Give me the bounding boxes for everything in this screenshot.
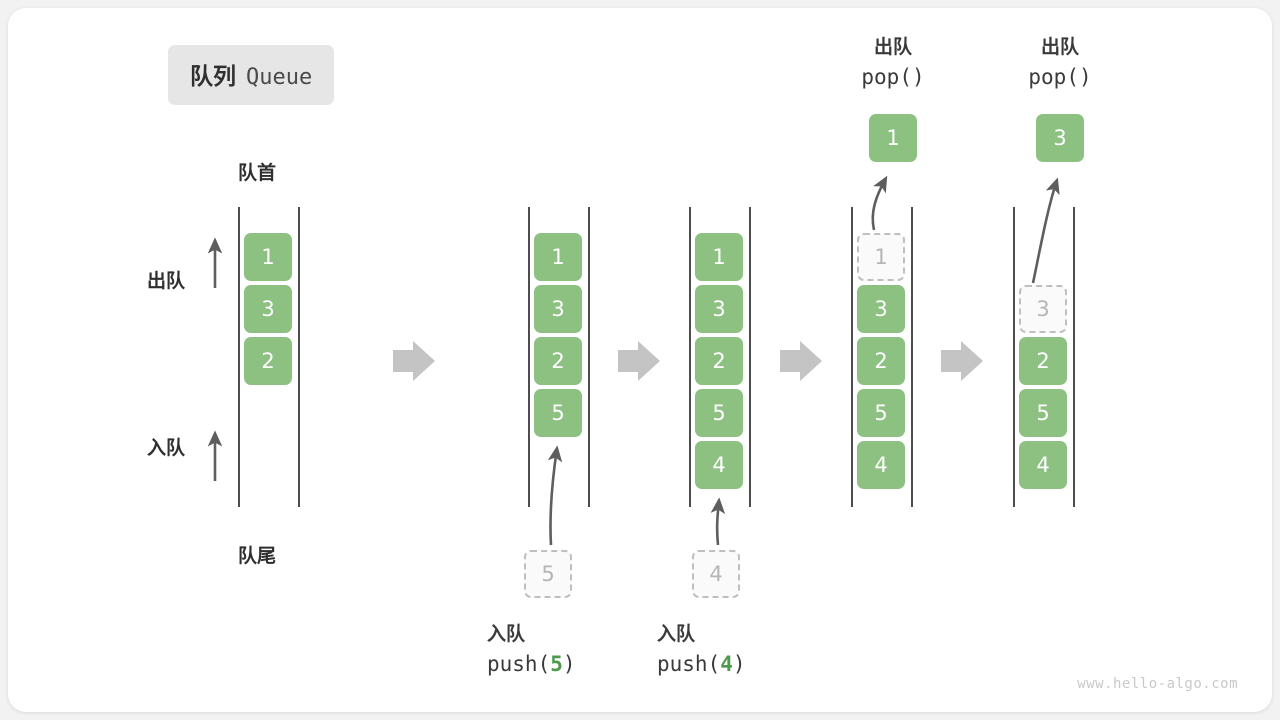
queue-cell: 4 [857,441,905,489]
push-label-1: 入队 push(5) [487,620,637,680]
push-label-1-code: push(5) [487,649,637,681]
queue-cell: 2 [695,337,743,385]
queue-cell: 3 [695,285,743,333]
title-en: Queue [246,65,313,90]
queue-rail-right-1 [298,207,300,507]
push-label-2: 入队 push(4) [657,620,807,680]
queue-rail-right-5 [1073,207,1075,507]
push-label-2-arg: 4 [720,651,733,676]
push-label-1-arg: 5 [550,651,563,676]
queue-rail-left-2 [528,207,530,507]
pop-label-1: 出队 pop() [845,33,941,93]
queue-cell: 2 [857,337,905,385]
diagram-title-badge: 队列 Queue [168,45,335,105]
queue-cell: 3 [534,285,582,333]
popped-cell: 3 [1036,114,1084,162]
push-label-2-prefix: push( [657,651,721,676]
queue-cell: 5 [857,389,905,437]
queue-rail-left-3 [689,207,691,507]
queue-ghost-cell: 1 [857,233,905,281]
pop-label-2: 出队 pop() [1012,33,1108,93]
queue-cell: 1 [534,233,582,281]
label-enqueue: 入队 [147,437,186,459]
queue-rail-left-4 [851,207,853,507]
queue-rail-left-5 [1013,207,1015,507]
queue-rail-left-1 [238,207,240,507]
queue-rail-right-3 [749,207,751,507]
push-label-1-prefix: push( [487,651,551,676]
title-cn: 队列 [190,64,236,90]
queue-cell: 5 [534,389,582,437]
pop-label-1-code: pop() [861,64,925,89]
push-label-2-cn: 入队 [657,623,696,645]
queue-cell: 2 [1019,337,1067,385]
push-label-2-suffix: ) [732,651,746,676]
pop-label-1-cn: 出队 [873,36,912,58]
queue-cell: 1 [695,233,743,281]
queue-cell: 2 [244,337,292,385]
pop-label-2-code: pop() [1028,64,1092,89]
label-dequeue: 出队 [147,270,186,292]
label-front: 队首 [238,162,277,184]
pop-label-2-cn: 出队 [1040,36,1079,58]
queue-ghost-cell: 3 [1019,285,1067,333]
push-label-2-code: push(4) [657,649,807,681]
queue-cell: 3 [857,285,905,333]
push-label-1-suffix: ) [562,651,576,676]
queue-cell: 4 [1019,441,1067,489]
label-rear: 队尾 [238,545,277,567]
queue-ghost-cell: 4 [692,550,740,598]
popped-cell: 1 [869,114,917,162]
diagram-card [8,8,1272,712]
queue-ghost-cell: 5 [524,550,572,598]
queue-rail-right-4 [911,207,913,507]
push-label-1-cn: 入队 [487,623,526,645]
queue-cell: 4 [695,441,743,489]
queue-rail-right-2 [588,207,590,507]
queue-cell: 3 [244,285,292,333]
queue-cell: 2 [534,337,582,385]
watermark: www.hello-algo.com [1077,676,1238,692]
queue-cell: 5 [1019,389,1067,437]
queue-cell: 1 [244,233,292,281]
queue-cell: 5 [695,389,743,437]
